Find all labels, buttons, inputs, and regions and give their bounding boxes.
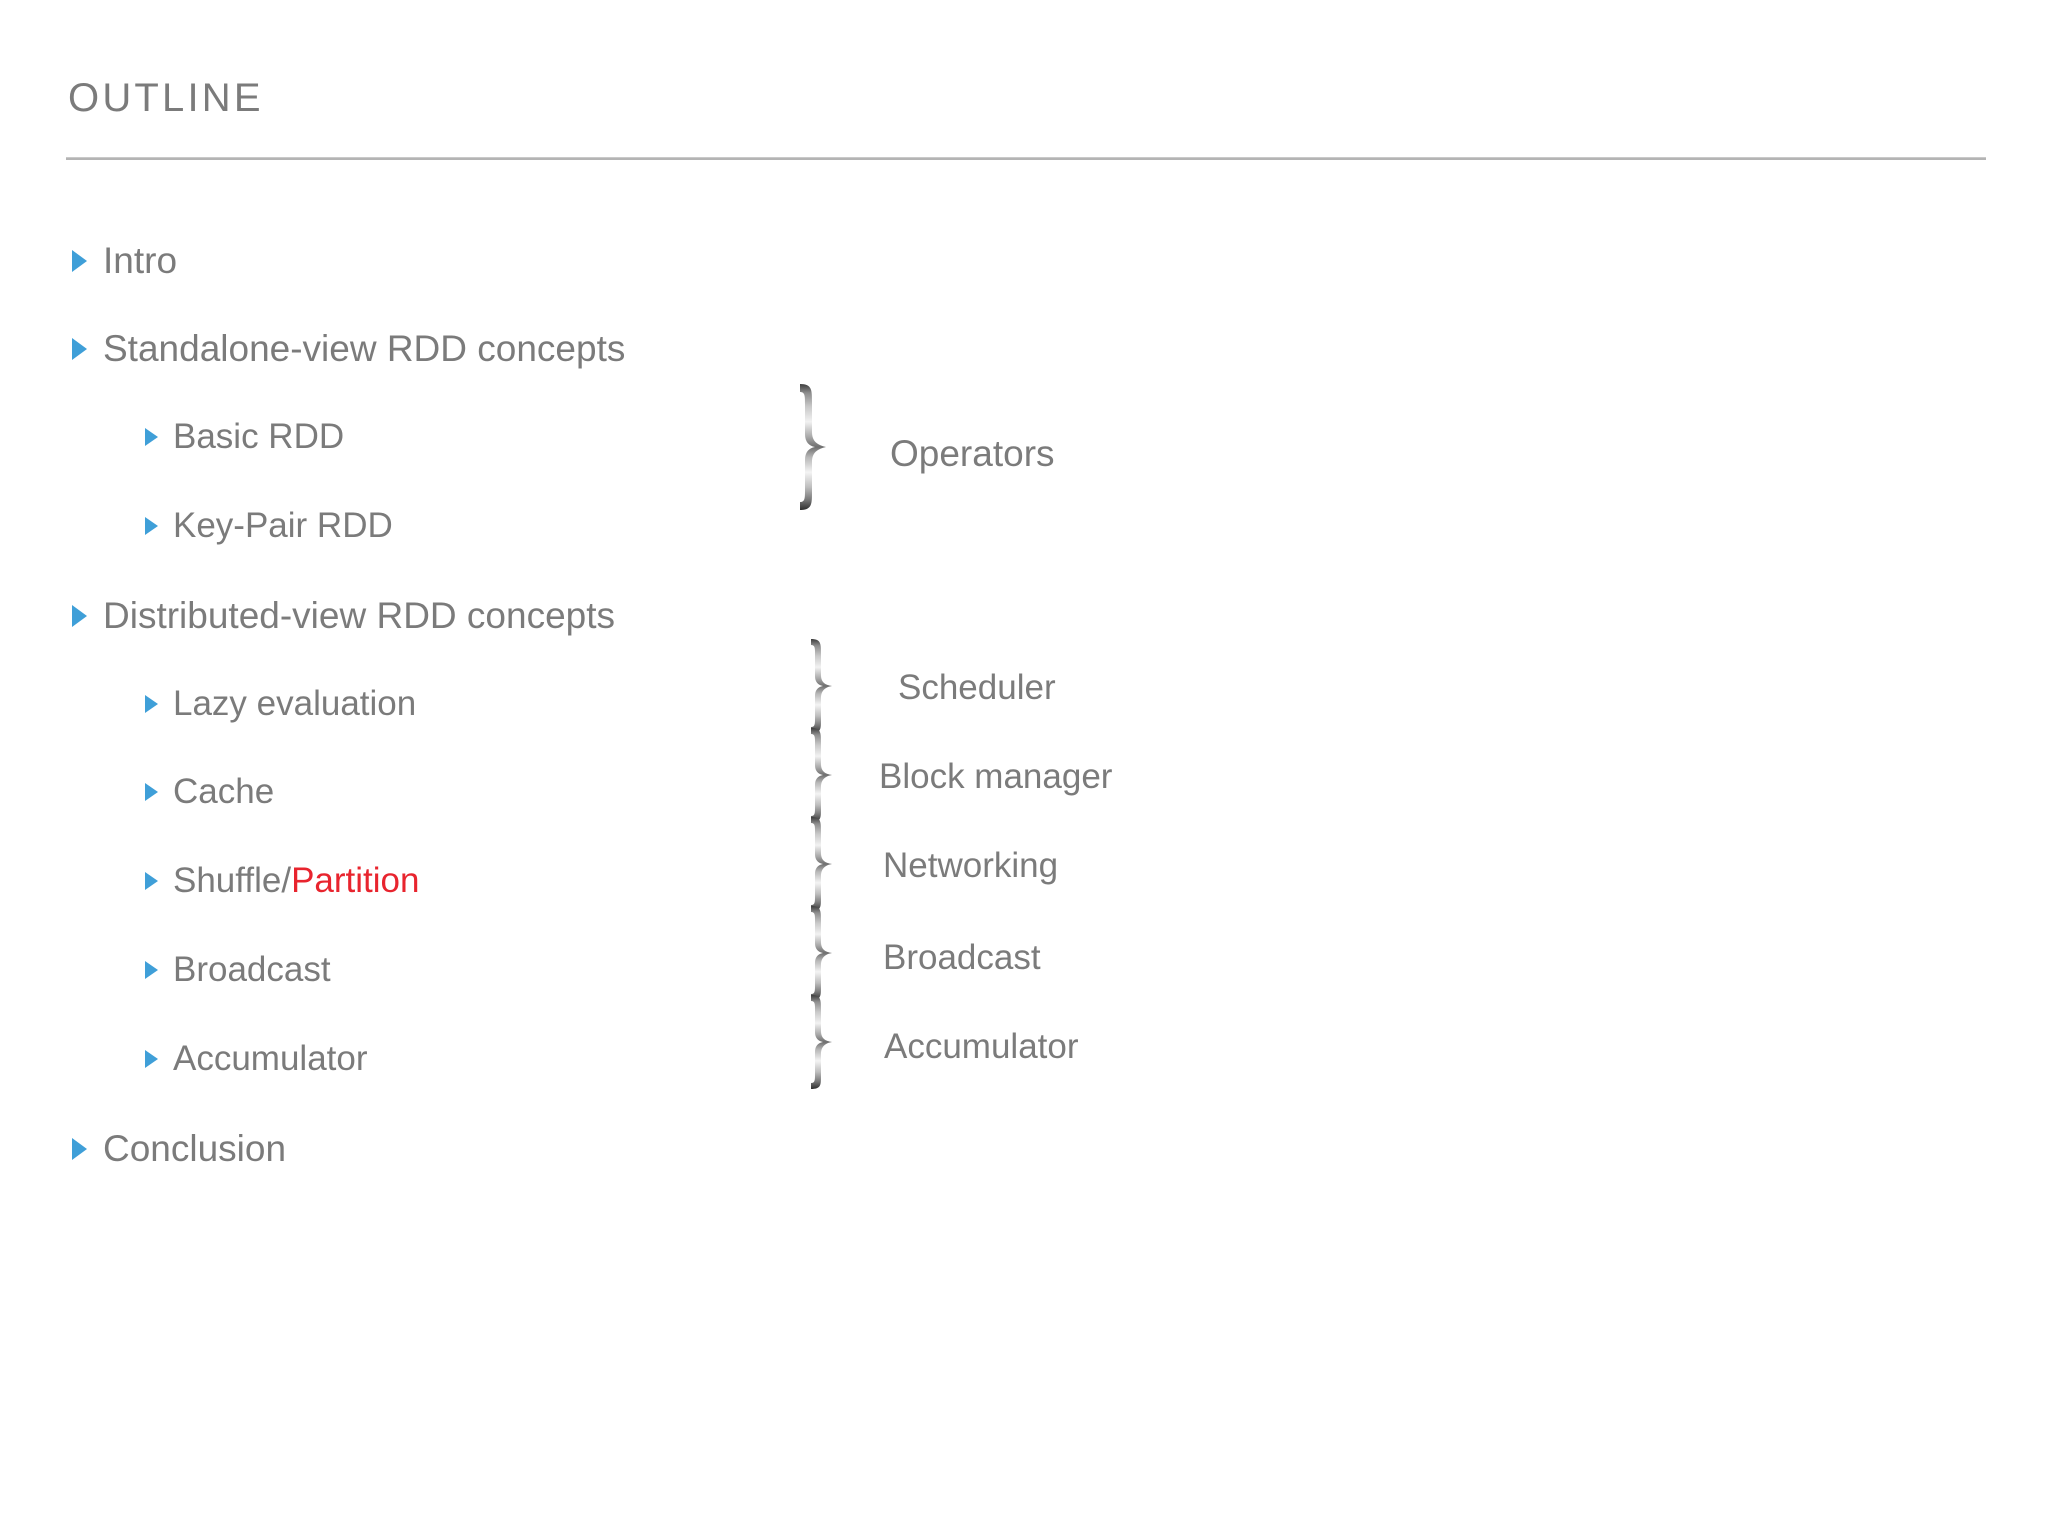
list-item[interactable]: Conclusion bbox=[72, 1128, 286, 1170]
curly-brace-icon bbox=[800, 384, 826, 510]
curly-brace-icon bbox=[811, 906, 832, 1000]
triangle-right-icon bbox=[145, 695, 158, 713]
triangle-right-icon bbox=[145, 1050, 158, 1068]
list-item[interactable]: Shuffle/Partition bbox=[145, 861, 419, 901]
group-label-networking: Networking bbox=[883, 846, 1059, 885]
group-label-broadcast: Broadcast bbox=[883, 938, 1041, 977]
curly-brace-icon bbox=[811, 995, 832, 1089]
triangle-right-icon bbox=[145, 961, 158, 979]
list-item-label: Conclusion bbox=[103, 1128, 287, 1169]
list-item[interactable]: Broadcast bbox=[145, 950, 331, 990]
group-label-operators: Operators bbox=[890, 433, 1055, 474]
list-item-label: Broadcast bbox=[173, 950, 331, 989]
triangle-right-icon bbox=[72, 1138, 87, 1160]
list-item-label: Distributed-view RDD concepts bbox=[103, 595, 616, 636]
list-item-label-accent: Partition bbox=[291, 861, 420, 900]
triangle-right-icon bbox=[72, 605, 87, 627]
title-divider bbox=[66, 157, 1986, 160]
curly-brace-icon bbox=[811, 728, 832, 822]
triangle-right-icon bbox=[145, 428, 158, 446]
page-title: OUTLINE bbox=[68, 76, 264, 120]
group-label-accumulator: Accumulator bbox=[884, 1027, 1079, 1066]
list-item[interactable]: Intro bbox=[72, 240, 177, 282]
list-item[interactable]: Basic RDD bbox=[145, 417, 344, 457]
list-item-label: Key-Pair RDD bbox=[173, 506, 393, 545]
list-item[interactable]: Distributed-view RDD concepts bbox=[72, 595, 615, 637]
triangle-right-icon bbox=[145, 783, 158, 801]
list-item[interactable]: Cache bbox=[145, 772, 274, 812]
list-item-label: Accumulator bbox=[173, 1039, 368, 1078]
list-item-label: Lazy evaluation bbox=[173, 684, 417, 723]
curly-brace-icon bbox=[811, 817, 832, 911]
triangle-right-icon bbox=[72, 338, 87, 360]
list-item[interactable]: Lazy evaluation bbox=[145, 684, 416, 724]
triangle-right-icon bbox=[72, 250, 87, 272]
group-label-block-manager: Block manager bbox=[879, 757, 1113, 796]
list-item[interactable]: Standalone-view RDD concepts bbox=[72, 328, 625, 370]
list-item-label: Intro bbox=[103, 240, 178, 281]
list-item-label: Standalone-view RDD concepts bbox=[103, 328, 626, 369]
list-item[interactable]: Key-Pair RDD bbox=[145, 506, 393, 546]
group-label-scheduler: Scheduler bbox=[898, 668, 1056, 707]
triangle-right-icon bbox=[145, 517, 158, 535]
list-item-label: Cache bbox=[173, 772, 275, 811]
list-item-label: Basic RDD bbox=[173, 417, 345, 456]
triangle-right-icon bbox=[145, 872, 158, 890]
list-item-label: Shuffle/ bbox=[173, 861, 292, 900]
curly-brace-icon bbox=[811, 639, 832, 733]
list-item[interactable]: Accumulator bbox=[145, 1039, 368, 1079]
